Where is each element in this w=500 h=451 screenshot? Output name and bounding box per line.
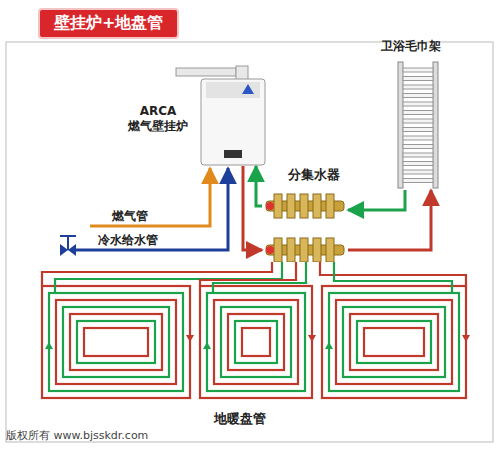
watermark: 版权所有 www.bjsskdr.com (6, 428, 148, 443)
pipe-connector (256, 166, 262, 206)
coil-label: 地暖盘管 (214, 410, 266, 428)
boiler-unit: ARCA 燃气壁挂炉 (200, 78, 266, 166)
flue-pipe (236, 66, 248, 80)
node-label: 分集水器 (288, 166, 340, 184)
node-label: 卫浴毛巾架 (381, 38, 441, 55)
pipe-connector (348, 190, 405, 210)
water-pipe (74, 168, 228, 250)
pipe-label: 燃气管 (112, 208, 148, 225)
pipe-connector (243, 166, 262, 250)
floor-coils (42, 262, 470, 398)
manifold-drawing (262, 192, 348, 262)
node-label: ARCA 燃气壁挂炉 (122, 104, 194, 134)
pipe-label: 冷水给水管 (98, 232, 158, 249)
boiler-unit-drawing (200, 78, 266, 166)
manifold: 分集水器 (262, 192, 348, 262)
gas-pipe (90, 168, 210, 226)
title-band: 壁挂炉+地盘管 (38, 8, 179, 39)
frame (6, 42, 493, 442)
towel-rack-drawing (395, 60, 441, 190)
towel-rack: 卫浴毛巾架 (395, 60, 441, 190)
valve-symbol (60, 236, 76, 256)
pipe-connector (348, 190, 431, 250)
flue-pipe (176, 68, 236, 76)
